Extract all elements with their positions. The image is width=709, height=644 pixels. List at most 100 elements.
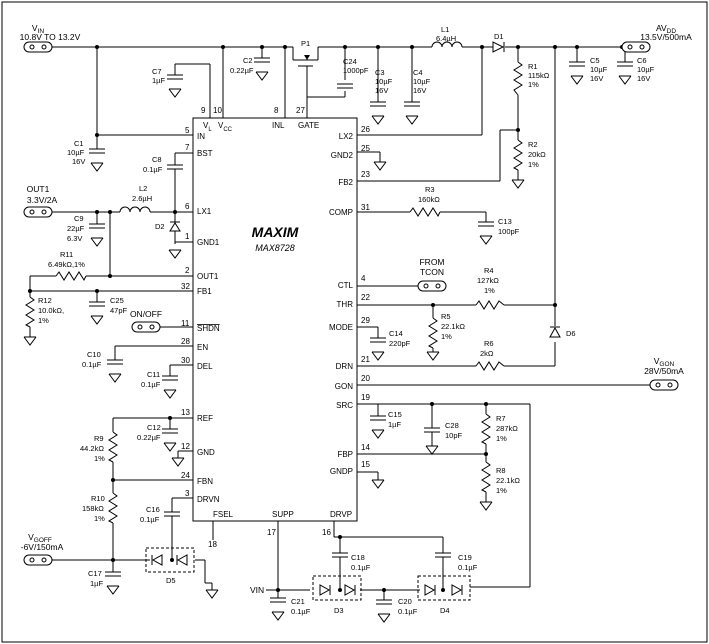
pin-label-gate: GATE [298, 121, 319, 130]
vin-terminal-name: VIN [32, 23, 44, 35]
r11-value: 6.49kΩ,1% [48, 260, 85, 269]
c24-ref: C24 [343, 57, 357, 66]
pin-label-supp: SUPP [272, 510, 294, 519]
pin-number: 32 [181, 282, 190, 291]
c5-ref: C5 [590, 56, 600, 65]
pin-label-fbn: FBN [197, 477, 213, 486]
diode-symbols [145, 41, 561, 601]
pin-label-fbp: FBP [337, 450, 353, 459]
c5-rating: 16V [590, 74, 603, 83]
from-tcon-line1: FROM [419, 257, 444, 267]
pin-label-vcc: VCC [218, 121, 233, 133]
l1-ref: L1 [441, 25, 449, 34]
pin-label-lx2: LX2 [339, 132, 354, 141]
c5-value: 10µF [590, 65, 608, 74]
pin-label-fb1: FB1 [197, 287, 212, 296]
c1-rating: 16V [72, 157, 85, 166]
c17-value: 1µF [90, 579, 103, 588]
r2-tol: 1% [528, 160, 539, 169]
pin-number: 18 [208, 540, 217, 549]
c8-value: 0.1µF [143, 165, 163, 174]
from-tcon-line2: TCON [420, 267, 444, 277]
c10-ref: C10 [87, 350, 101, 359]
c3-rating: 16V [375, 86, 388, 95]
c28-ref: C28 [445, 421, 459, 430]
pin-label-gnd2: GND2 [331, 151, 354, 160]
pin-label-comp: COMP [329, 208, 353, 217]
c12-ref: C12 [147, 423, 161, 432]
vin-bottom-label: VIN [250, 585, 264, 595]
r12-ref: R12 [38, 296, 52, 305]
pin-label-fsel: FSEL [213, 510, 234, 519]
c9-rating: 6.3V [67, 234, 82, 243]
pin-number: 29 [361, 316, 370, 325]
wires [29, 46, 650, 600]
c25-value: 47pF [110, 306, 128, 315]
pin-number: 26 [361, 125, 370, 134]
pin-number: 2 [185, 266, 190, 275]
c20-value: 0.1µF [398, 607, 418, 616]
r6-ref: R6 [484, 339, 494, 348]
c6-value: 10µF [637, 65, 655, 74]
pin-label-gnd: GND [197, 448, 215, 457]
c9-ref: C9 [74, 214, 84, 223]
pin-number: 8 [274, 106, 279, 115]
c11-value: 0.1µF [141, 380, 161, 389]
c3-value: 10µF [375, 77, 393, 86]
pin-number: 27 [296, 106, 305, 115]
d6-ref: D6 [566, 329, 576, 338]
avdd-terminal-name: AVDD [656, 23, 676, 35]
c15-ref: C15 [388, 410, 402, 419]
pin-label-gon: GON [335, 382, 353, 391]
pin-label-inl: INL [272, 121, 285, 130]
pin-number: 28 [181, 337, 190, 346]
c21-value: 0.1µF [291, 607, 311, 616]
pin-label-fb2: FB2 [338, 178, 353, 187]
c8-ref: C8 [152, 155, 162, 164]
pin-number: 16 [322, 528, 331, 537]
r12-tol: 1% [38, 316, 49, 325]
pin-label-gnd1: GND1 [197, 238, 220, 247]
p1-ref: P1 [301, 39, 310, 48]
c13-ref: C13 [498, 217, 512, 226]
pin-label-shdn: SHDN [197, 324, 220, 333]
resistor-symbols [24, 61, 523, 524]
r9-ref: R9 [94, 434, 104, 443]
vgon-terminal-value: 28V/50mA [644, 366, 684, 376]
r9-tol: 1% [94, 454, 105, 463]
c1-ref: C1 [74, 139, 84, 148]
r5-ref: R5 [441, 312, 451, 321]
pin-label-out1: OUT1 [197, 272, 219, 281]
r4-value: 127kΩ [477, 276, 499, 285]
pin-label-in: IN [197, 132, 205, 141]
r1-value: 115kΩ [528, 71, 550, 80]
pin-number: 30 [181, 356, 190, 365]
r9-value: 44.2kΩ [80, 444, 104, 453]
onoff-terminal-name: ON/OFF [130, 309, 162, 319]
pin-number: 23 [361, 170, 370, 179]
pin-number: 31 [361, 203, 370, 212]
pin-number: 12 [181, 442, 190, 451]
d5-ref: D5 [166, 576, 176, 585]
r2-ref: R2 [528, 140, 538, 149]
d1-ref: D1 [494, 32, 504, 41]
c19-ref: C19 [458, 553, 472, 562]
pin-number: 5 [185, 126, 190, 135]
vgoff-terminal-value: -6V/150mA [21, 542, 64, 552]
pin-label-en: EN [197, 343, 208, 352]
r4-ref: R4 [484, 266, 494, 275]
c14-value: 220pF [389, 339, 411, 348]
c6-ref: C6 [637, 56, 647, 65]
pin-number: 21 [361, 355, 370, 364]
d4-ref: D4 [440, 606, 450, 615]
c11-ref: C11 [147, 370, 160, 379]
r5-tol: 1% [441, 332, 452, 341]
l2-ref: L2 [139, 184, 147, 193]
vin-terminal-value: 10.8V TO 13.2V [20, 32, 81, 42]
inductor-symbols [119, 41, 463, 213]
pin-number: 25 [361, 144, 370, 153]
c2-value: 0.22µF [230, 66, 254, 75]
out1-terminal-name: OUT1 [27, 184, 50, 194]
